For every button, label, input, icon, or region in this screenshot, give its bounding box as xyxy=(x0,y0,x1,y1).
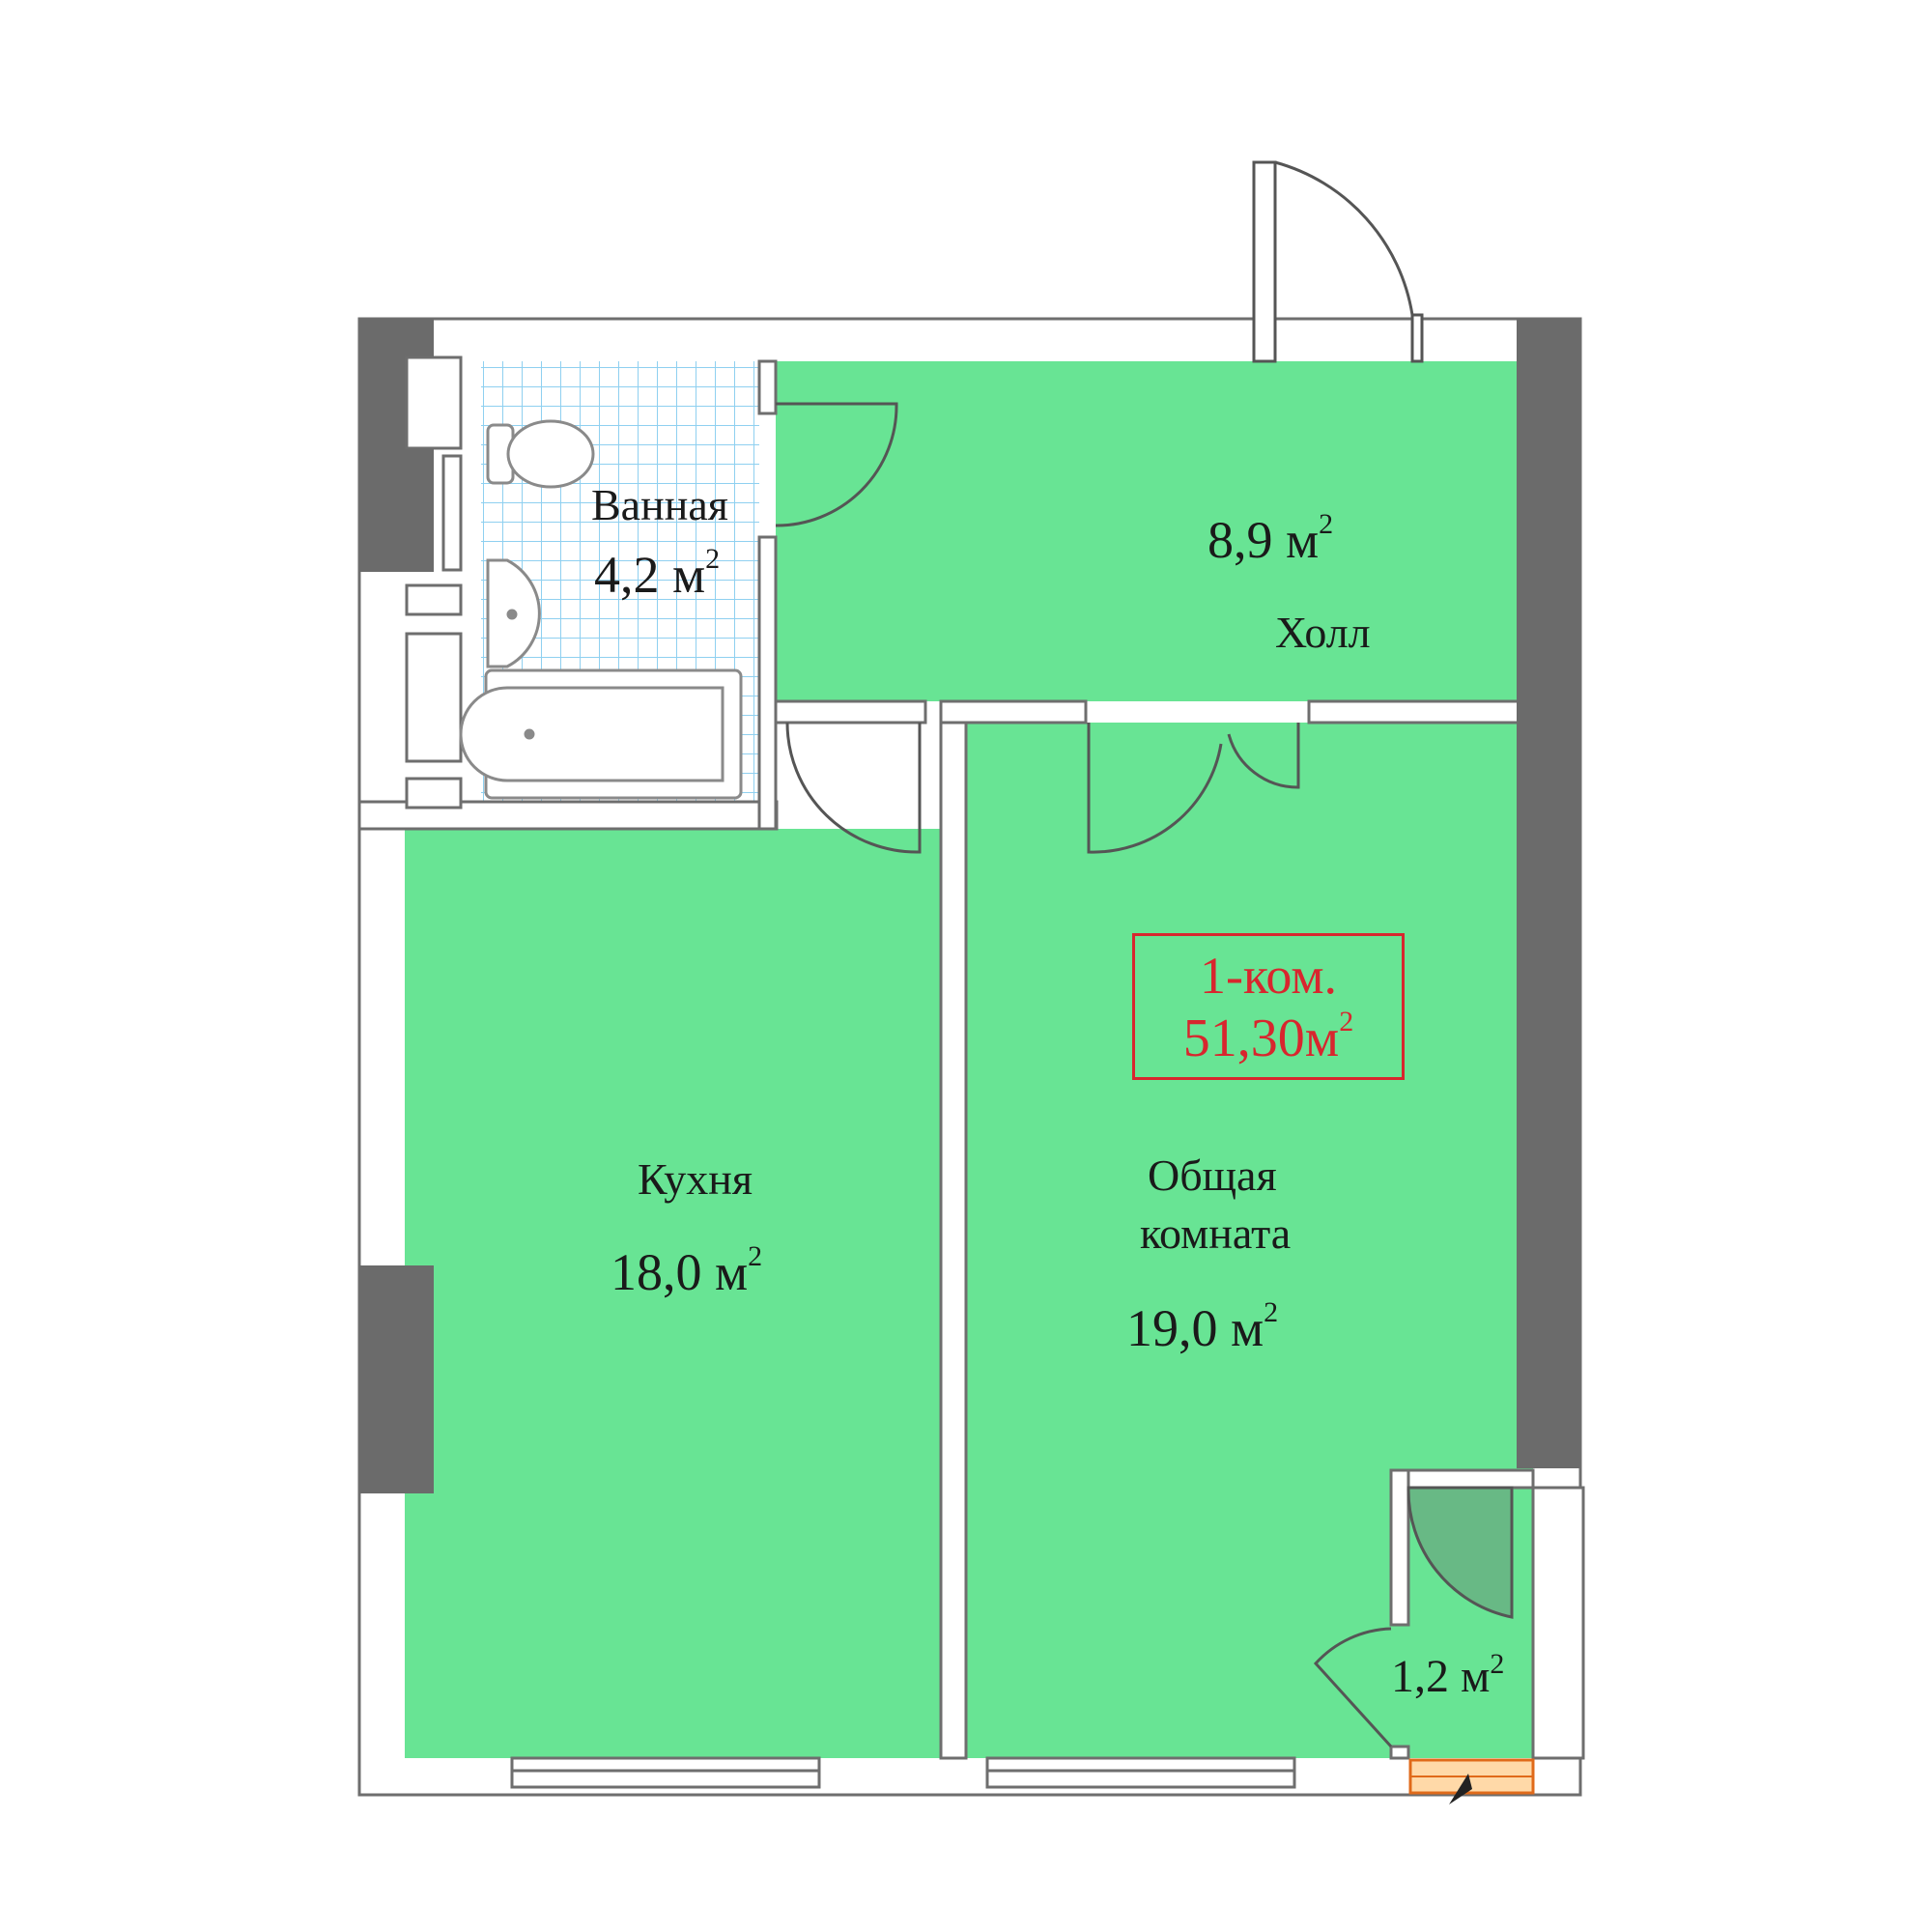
total-area-value: 51,30м xyxy=(1182,1009,1340,1068)
kitchen-area-unit: 2 xyxy=(748,1240,763,1272)
bathroom-area: 4,2 м2 xyxy=(594,545,720,604)
bathroom-area-unit: 2 xyxy=(705,543,721,575)
apartment-summary-box: 1-ком. 51,30м2 xyxy=(1132,933,1405,1080)
bathroom-hall-gap xyxy=(759,413,776,537)
kitchen-name: Кухня xyxy=(638,1154,753,1204)
bathtub-icon xyxy=(459,668,743,800)
hall-area-unit: 2 xyxy=(1319,508,1334,540)
hall-name: Холл xyxy=(1275,608,1371,657)
vent-grille xyxy=(1408,1758,1535,1804)
living-area: 19,0 м2 xyxy=(1126,1298,1278,1357)
room-count: 1-ком. xyxy=(1199,947,1338,1005)
hall-floor xyxy=(776,361,1533,701)
door-swings xyxy=(775,402,1514,1748)
kitchen-area-value: 18,0 м xyxy=(611,1243,749,1301)
hall-area: 8,9 м2 xyxy=(1208,510,1333,569)
bathroom-name: Ванная xyxy=(591,480,728,529)
living-name-line1: Общая xyxy=(1148,1151,1277,1200)
toilet-icon xyxy=(486,419,595,489)
kitchen-floor xyxy=(405,829,941,1758)
total-area: 51,30м2 xyxy=(1135,1008,1402,1068)
storage-area: 1,2 м2 xyxy=(1391,1650,1504,1702)
storage-area-unit: 2 xyxy=(1490,1648,1505,1680)
living-name-line2: комната xyxy=(1140,1208,1292,1258)
total-area-unit: 2 xyxy=(1339,1006,1354,1037)
living-area-unit: 2 xyxy=(1264,1296,1279,1328)
columns xyxy=(359,319,1580,1493)
bathroom-area-value: 4,2 м xyxy=(594,546,706,604)
entrance-door-icon xyxy=(1252,160,1424,363)
living-area-value: 19,0 м xyxy=(1126,1299,1264,1357)
sink-icon xyxy=(486,558,541,668)
kitchen-area: 18,0 м2 xyxy=(611,1242,762,1301)
windows xyxy=(405,355,1296,1789)
interior-walls xyxy=(357,359,1585,1760)
storage-area-value: 1,2 м xyxy=(1391,1651,1491,1702)
hall-area-value: 8,9 м xyxy=(1208,511,1320,569)
